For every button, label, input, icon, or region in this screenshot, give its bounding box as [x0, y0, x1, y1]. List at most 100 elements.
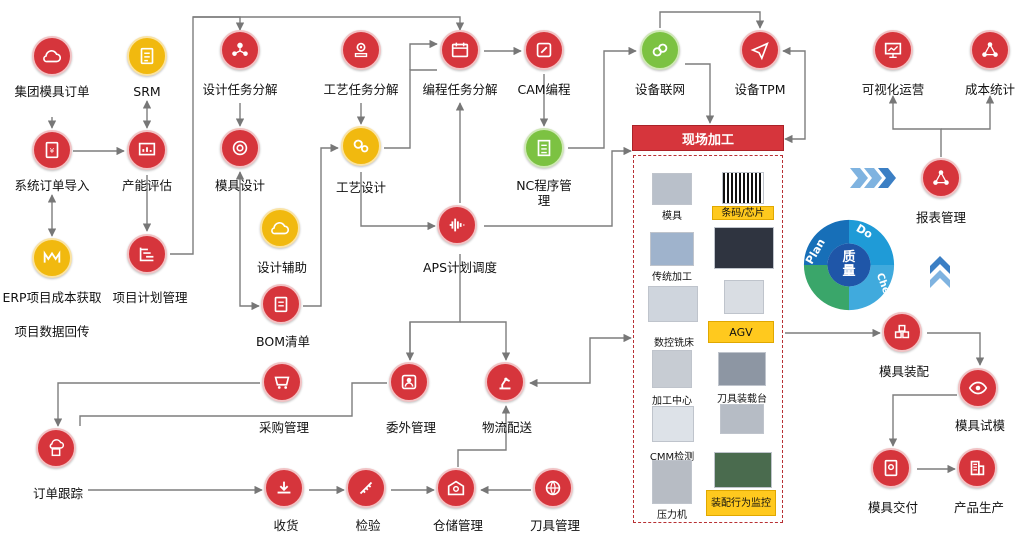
- order-import-node[interactable]: ¥: [32, 130, 72, 170]
- quality-pdca-wheel: [803, 219, 895, 311]
- clipboard-icon: [274, 296, 288, 313]
- program-task-label: 编程任务分解: [422, 82, 498, 97]
- location-doc-icon: [884, 459, 898, 477]
- capacity-node[interactable]: [127, 130, 167, 170]
- target-icon: [232, 140, 248, 156]
- logistics-node[interactable]: [485, 362, 525, 402]
- receiving-node[interactable]: [264, 468, 304, 508]
- warehouse-icon: [447, 480, 465, 496]
- mold-delivery-node[interactable]: [871, 448, 911, 488]
- production-node[interactable]: [957, 448, 997, 488]
- logistics-label: 物流配送: [481, 420, 533, 435]
- plan-node[interactable]: [127, 234, 167, 274]
- tool-station-item-label: 刀具装载台: [717, 394, 767, 405]
- agv-image: [724, 280, 764, 314]
- plan-label: 项目计划管理: [112, 290, 188, 305]
- workshop-panel: [633, 155, 783, 523]
- inspection-node[interactable]: [346, 468, 386, 508]
- receipt-icon: ¥: [45, 141, 59, 159]
- gantt-icon: [139, 247, 154, 262]
- report-node[interactable]: [921, 158, 961, 198]
- srm-node[interactable]: [127, 36, 167, 76]
- group-order-label: 集团模具订单: [14, 84, 90, 99]
- visual-ops-label: 可视化运营: [861, 82, 925, 97]
- cloud-icon: [43, 50, 62, 63]
- robot-arm-icon: [499, 377, 511, 390]
- chevron-up-icon: [930, 256, 950, 288]
- press-item-label: 压力机: [657, 510, 687, 521]
- send-icon: [750, 42, 769, 61]
- aps-node[interactable]: [437, 205, 477, 245]
- mold-design-label: 模具设计: [214, 178, 266, 193]
- globe-icon: [545, 480, 561, 496]
- order-track-label: 订单跟踪: [32, 486, 84, 501]
- m-logo-icon: [43, 250, 61, 263]
- chevron-right-icon: [850, 168, 896, 188]
- press-image: [652, 460, 692, 504]
- order-import-label: 系统订单导入: [14, 178, 90, 193]
- mold-image: [652, 173, 692, 205]
- purchase-label: 采购管理: [258, 420, 310, 435]
- agv-item-label: AGV: [708, 321, 774, 343]
- tooling-label: 刀具管理: [529, 518, 581, 533]
- mold-design-node[interactable]: [220, 128, 260, 168]
- program-task-node[interactable]: [440, 30, 480, 70]
- device-net-node[interactable]: [640, 30, 680, 70]
- tooling-node[interactable]: [533, 468, 573, 508]
- tpm-node[interactable]: [740, 30, 780, 70]
- production-label: 产品生产: [953, 500, 1005, 515]
- cost-stat-node[interactable]: [970, 30, 1010, 70]
- traditional-item-label: 传统加工: [652, 272, 692, 283]
- aps-label: APS计划调度: [422, 260, 498, 275]
- design-aid-label: 设计辅助: [256, 260, 308, 275]
- cmm-image: [652, 406, 694, 442]
- process-task-node[interactable]: [341, 30, 381, 70]
- mold-trial-node[interactable]: [958, 368, 998, 408]
- outsource-node[interactable]: [389, 362, 429, 402]
- bom-label: BOM清单: [256, 334, 310, 349]
- srm-label: SRM: [133, 84, 161, 99]
- warehouse-node[interactable]: [436, 468, 476, 508]
- bom-node[interactable]: [261, 284, 301, 324]
- design-task-node[interactable]: [220, 30, 260, 70]
- design-aid-node[interactable]: [260, 208, 300, 248]
- workshop-title: 现场加工: [632, 125, 784, 151]
- wave-icon: [449, 218, 465, 232]
- group-order-node[interactable]: [32, 36, 72, 76]
- mold-trial-label: 模具试模: [954, 418, 1006, 433]
- mold-assembly-node[interactable]: [882, 312, 922, 352]
- machining-center-item-label: 加工中心: [652, 396, 692, 407]
- mold-assembly-label: 模具装配: [878, 364, 930, 379]
- assembly-monitor-image: [714, 452, 772, 488]
- purchase-node[interactable]: [262, 362, 302, 402]
- cnc-mill-item-label: 数控铣床: [654, 338, 694, 349]
- monitor-icon: [884, 42, 902, 59]
- cmm-item-label: CMM检测: [649, 452, 695, 463]
- chart-icon: [138, 142, 156, 156]
- edit-icon: [536, 42, 552, 58]
- calendar-icon: [451, 42, 469, 58]
- nc-node[interactable]: [524, 128, 564, 168]
- machining-center-image: [652, 350, 692, 388]
- gear-icon: [354, 42, 368, 58]
- cam-label: CAM编程: [517, 82, 571, 97]
- tool-station-image: [718, 352, 766, 386]
- barcode-image: [722, 172, 764, 204]
- team-icon: [232, 42, 248, 56]
- gears-icon: [353, 139, 369, 153]
- erp-node[interactable]: [32, 238, 72, 278]
- process-design-node[interactable]: [341, 126, 381, 166]
- cam-node[interactable]: [524, 30, 564, 70]
- visual-ops-node[interactable]: [873, 30, 913, 70]
- eye-icon: [968, 381, 988, 395]
- download-icon: [277, 481, 291, 494]
- tool-image: [720, 404, 764, 434]
- document-icon: [140, 47, 154, 65]
- device-net-label: 设备联网: [634, 82, 686, 97]
- link-icon: [652, 43, 668, 57]
- cloud-icon: [271, 222, 290, 235]
- network-icon: [982, 42, 998, 57]
- order-track-node[interactable]: [36, 428, 76, 468]
- erp-label-2: 项目数据回传: [14, 324, 90, 339]
